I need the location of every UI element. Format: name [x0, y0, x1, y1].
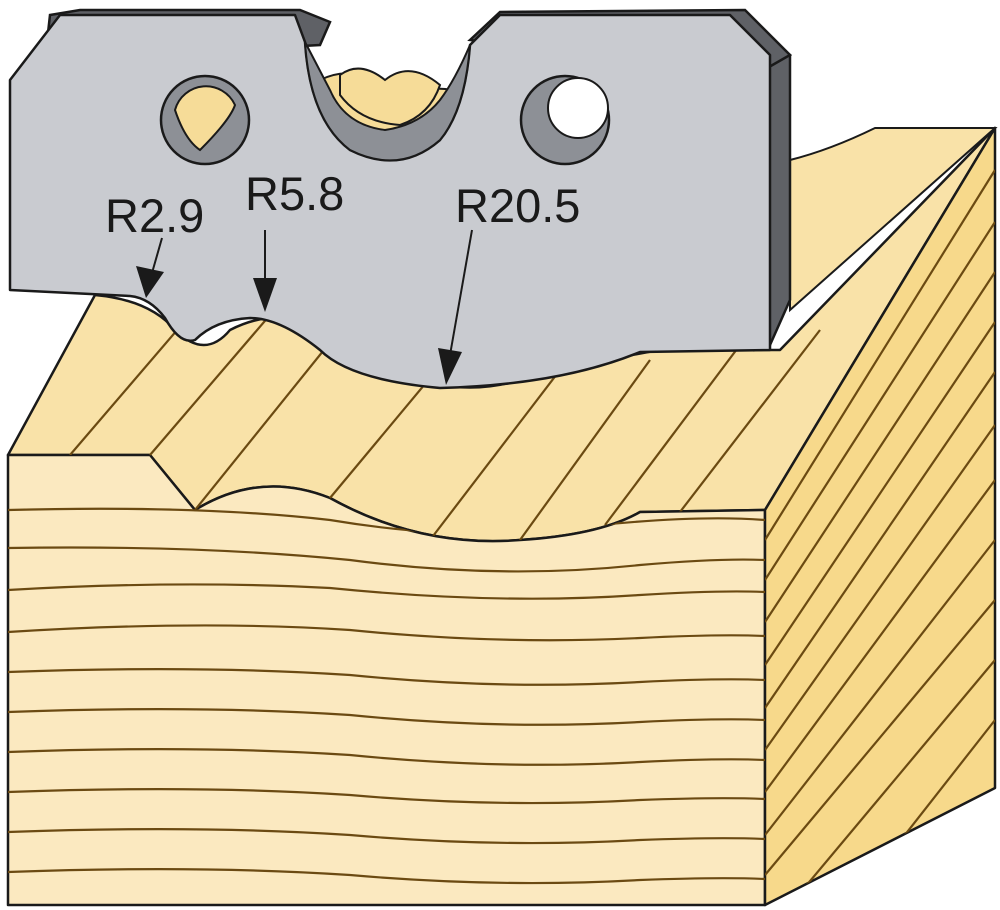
blade-notch [304, 41, 471, 162]
dimension-callouts: R2.9 R5.8 R20.5 [105, 167, 580, 385]
radius-label-1: R2.9 [105, 189, 204, 242]
left-mounting-hole [159, 74, 251, 166]
wood-top-right [789, 127, 998, 313]
front-grain [8, 507, 765, 885]
notch-wood-peek [339, 67, 442, 127]
radius-leader-3 [449, 229, 473, 356]
radius-arrow-3 [438, 348, 462, 385]
wood-block [6, 72, 998, 907]
right-mounting-hole [519, 74, 611, 166]
wood-side-face [763, 126, 997, 907]
wood-front-face [6, 453, 767, 907]
cutter-blade [8, 8, 793, 390]
radius-arrow-1 [136, 266, 164, 298]
side-grain [765, 169, 995, 905]
radius-label-2: R5.8 [245, 167, 344, 220]
radius-arrow-2 [253, 278, 277, 312]
radius-label-3: R20.5 [455, 179, 580, 232]
